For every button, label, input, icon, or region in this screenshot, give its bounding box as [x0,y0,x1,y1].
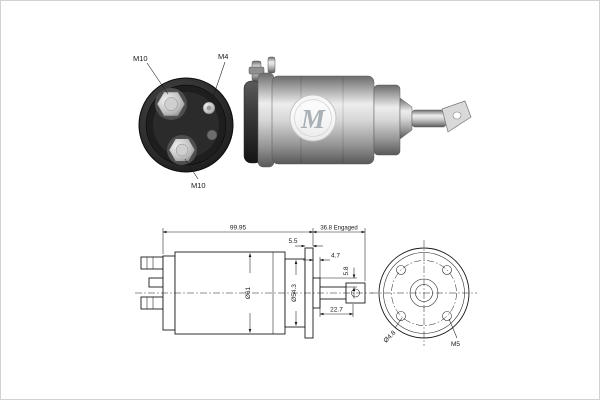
bolt-circle [391,260,457,326]
bolt-hole-nw [396,265,406,275]
m4-stud-tip [206,105,212,111]
clevis-hole [452,111,462,120]
watermark-circle [289,94,337,142]
bolt-top-face [164,97,178,111]
dim-rod-step: 5.8 [343,266,350,275]
bolt-hole-se [442,311,452,321]
plunger-rod [411,109,447,128]
label-hole-thread: M5 [451,341,460,348]
center-bore [409,278,439,308]
dim-rod-length: 22.7 [330,307,343,314]
terminal-end-view: M10 M4 M10 [133,52,234,190]
leader-hole-dia [394,317,403,329]
center-bore-inner [415,284,433,302]
terminal-stud-2 [267,56,276,74]
stud-middle [148,277,164,288]
bolt-hole-ne [442,265,452,275]
terminal-nut-1 [248,66,265,75]
nose-cone [399,97,413,140]
leader-m4 [211,61,226,101]
small-rivet [206,129,218,141]
dim-total-length: 99.95 [230,225,247,232]
dim-front-diameter: Ø54.3 [291,284,298,302]
label-hole-diameter: Ø4.8 [382,329,397,344]
rear-flange [257,72,275,168]
label-m10-bottom: M10 [191,181,206,190]
leader-m5 [448,318,458,339]
label-m4: M4 [218,52,228,61]
front-cylinder [373,84,401,156]
dim-engaged-travel: 36.8 Engaged [320,226,357,232]
product-rendering: M [243,56,472,168]
leader-m10-top [146,62,169,95]
dim-flange-thickness: 5.5 [288,238,297,245]
mount-flange-view: M5 Ø4.8 [371,240,477,348]
watermark-letter: M [300,104,326,134]
label-m10-top: M10 [133,54,148,63]
watermark-inner-ring [294,99,332,137]
leader-m10-bottom [184,158,199,180]
bolt-bottom-face [175,143,189,157]
stud-bottom [140,296,164,310]
dimension-side-view: 99.95 36.8 Engaged 5.5 4.7 5.8 22.7 Ø61 [135,225,373,339]
dim-collar-width: 4.7 [331,253,340,260]
stud-top [140,256,164,270]
dim-body-diameter: Ø61 [245,286,252,299]
bolt-hole-sw [396,311,406,321]
